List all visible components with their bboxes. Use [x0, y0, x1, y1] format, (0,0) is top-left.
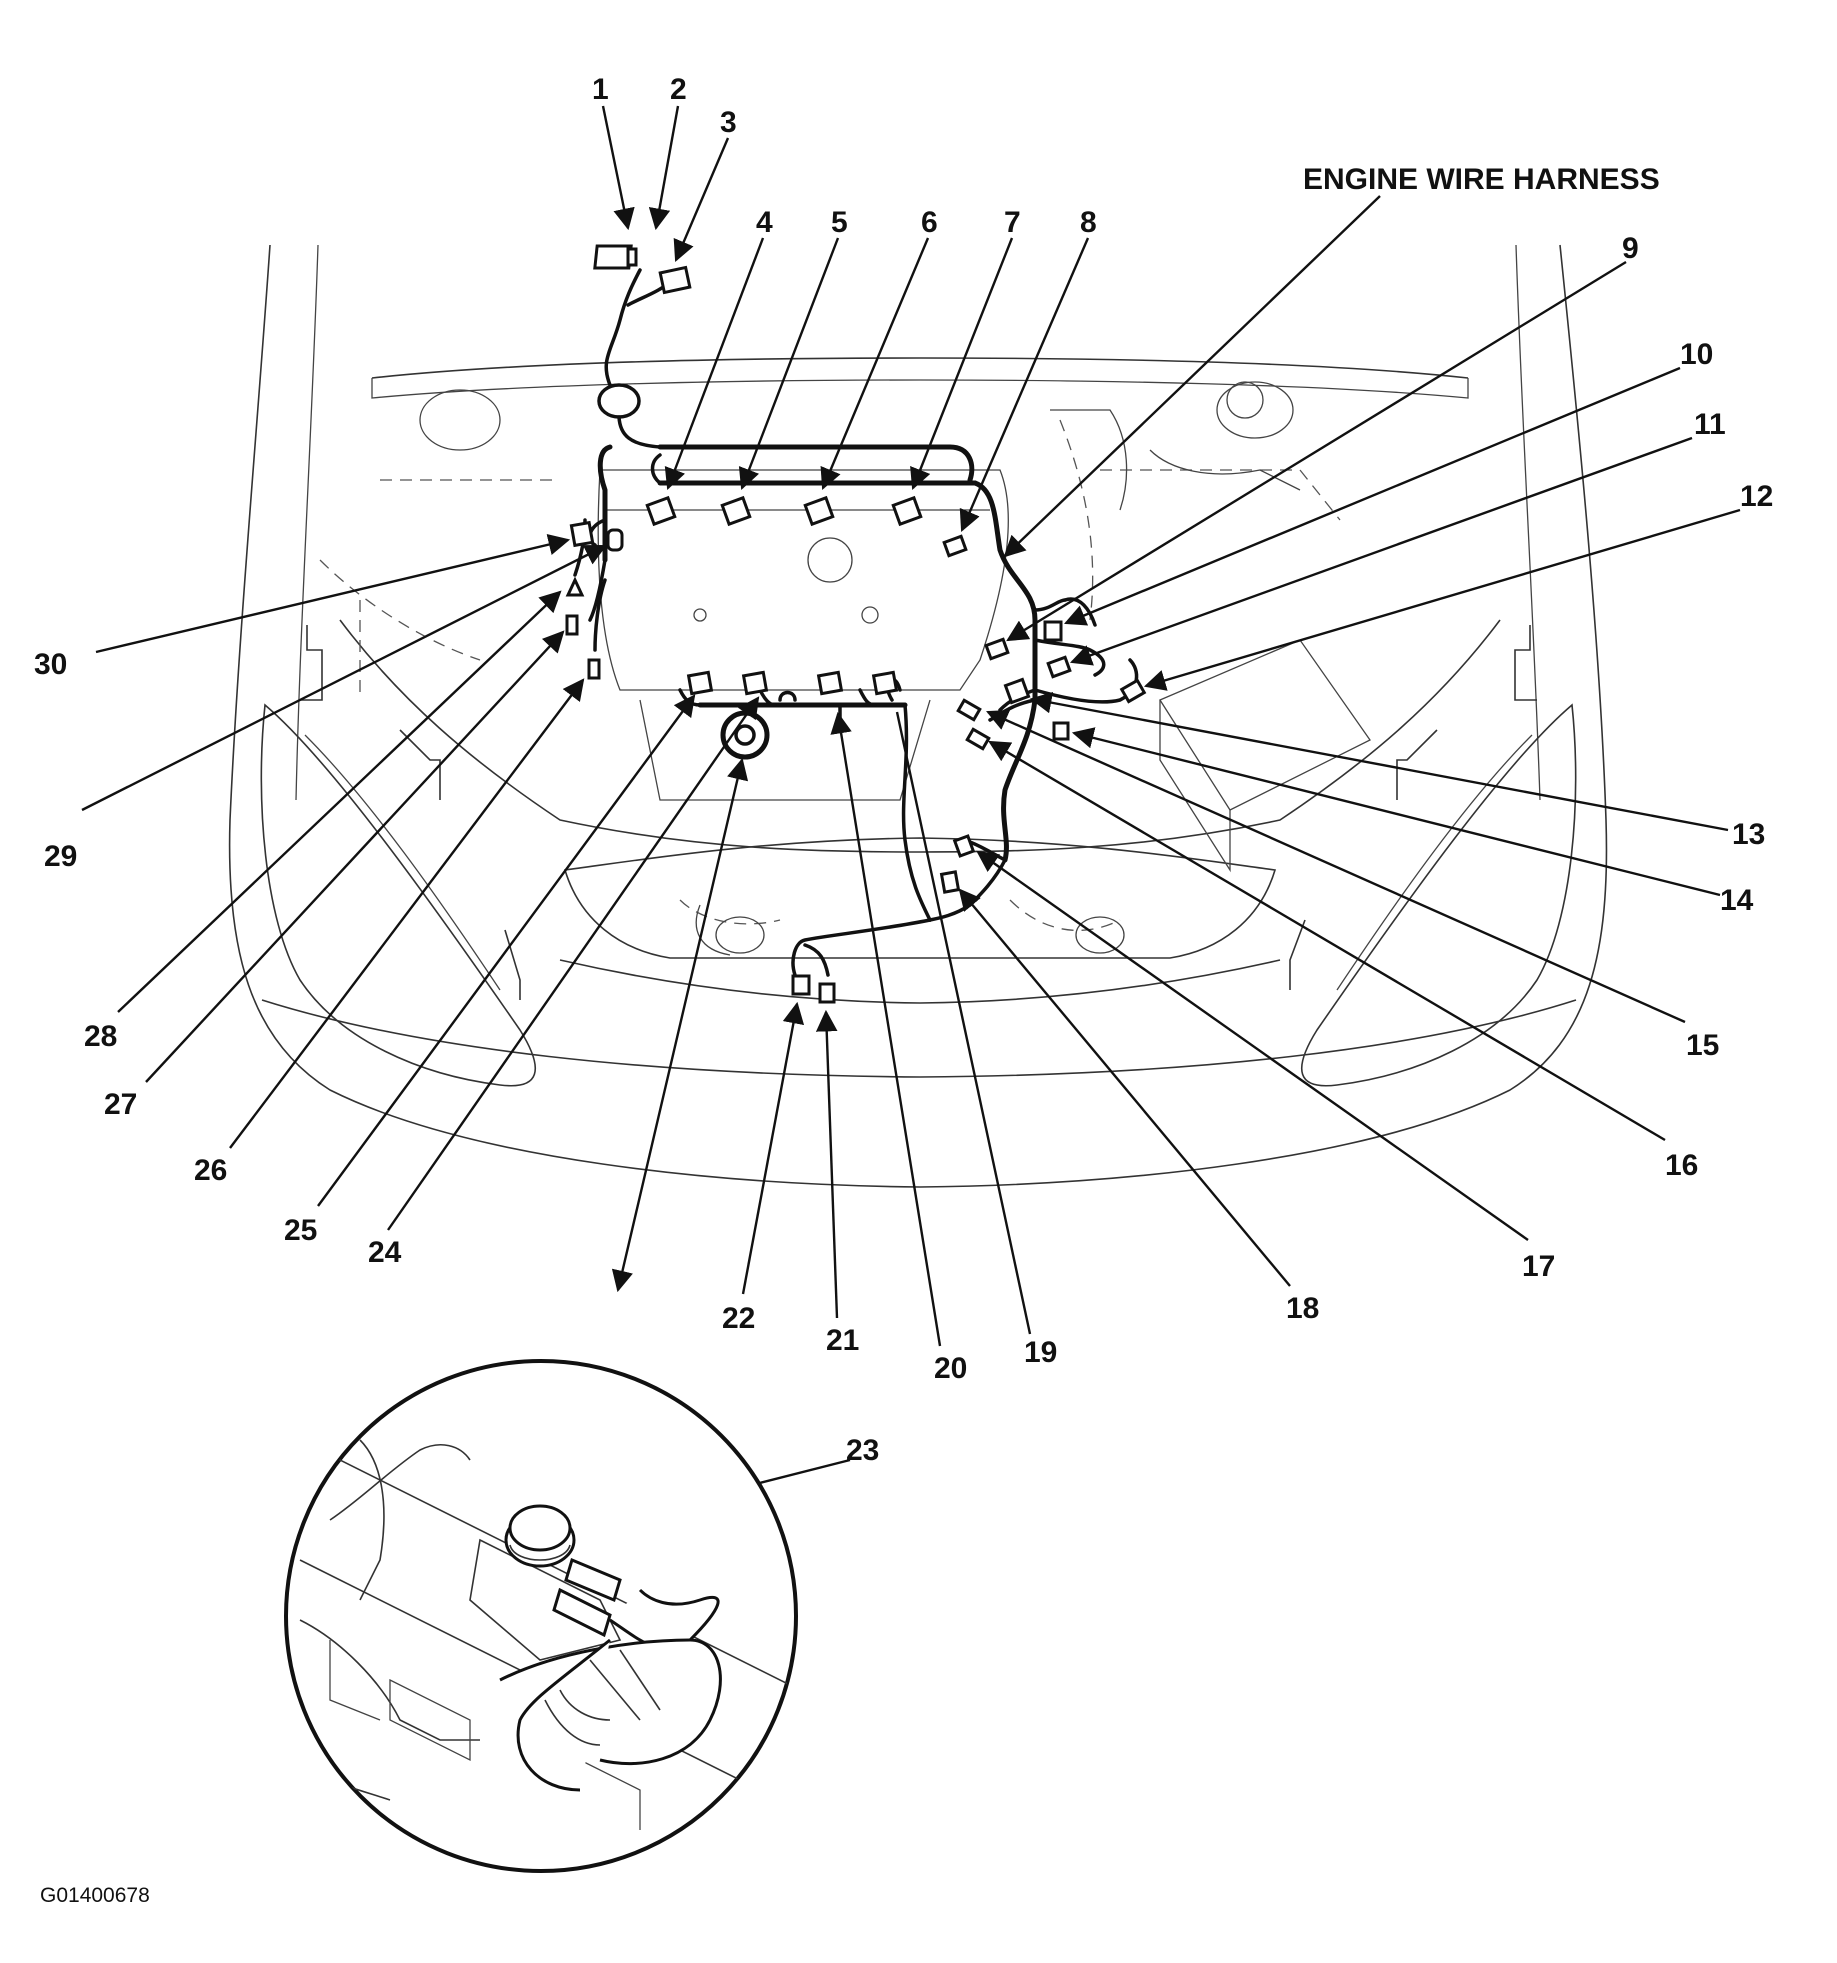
- leader-19: [895, 711, 1032, 1335]
- connector-25: [741, 670, 769, 696]
- leader-4: [664, 237, 765, 491]
- leader-16: [988, 740, 1666, 1142]
- callout-1: 1: [592, 73, 609, 106]
- connector-1: [593, 244, 633, 270]
- callout-14: 14: [1720, 884, 1754, 917]
- callout-6: 6: [921, 206, 938, 239]
- callout-8: 8: [1080, 206, 1097, 239]
- callout-28: 28: [84, 1020, 117, 1053]
- leader-22: [741, 1001, 805, 1295]
- leader-3: [673, 137, 730, 262]
- connector-30: [569, 520, 595, 548]
- leader-29: [81, 544, 607, 812]
- leader-lines: [81, 105, 1741, 1534]
- callout-17: 17: [1522, 1250, 1555, 1283]
- connector-14: [1052, 721, 1070, 741]
- callout-27: 27: [104, 1088, 137, 1121]
- connector-21: [818, 982, 836, 1004]
- leader-2: [648, 105, 680, 231]
- callout-11: 11: [1694, 408, 1726, 441]
- leader-1: [601, 105, 635, 231]
- leader-21: [815, 1009, 839, 1319]
- connector-20b: [871, 670, 899, 696]
- leader-17: [976, 850, 1529, 1241]
- callout-5: 5: [831, 206, 848, 239]
- connector-3: [658, 265, 692, 295]
- callout-26: 26: [194, 1154, 227, 1187]
- leader-8: [959, 237, 1090, 532]
- connector-15: [956, 698, 982, 722]
- connector-8: [942, 534, 968, 558]
- connector-24: [686, 670, 714, 696]
- connector-9: [984, 637, 1010, 661]
- callout-20: 20: [934, 1352, 967, 1385]
- connector-2: [626, 247, 638, 267]
- callout-15: 15: [1686, 1029, 1719, 1062]
- leader-23-detail: [611, 757, 749, 1293]
- leader-27: [145, 630, 565, 1083]
- callout-16: 16: [1665, 1149, 1698, 1182]
- leader-5: [738, 237, 840, 491]
- connector-29: [606, 528, 624, 552]
- leader-7: [910, 237, 1014, 491]
- connector-10: [1043, 620, 1063, 642]
- connector-5: [720, 495, 752, 527]
- leader-25: [317, 694, 696, 1207]
- leader-13: [1029, 691, 1729, 832]
- callout-23: 23: [846, 1434, 879, 1467]
- callout-13: 13: [1732, 818, 1765, 851]
- callout-24: 24: [368, 1236, 402, 1269]
- connector-28: [565, 576, 585, 597]
- connector-18: [939, 870, 961, 894]
- connector-20: [816, 670, 844, 696]
- callout-22: 22: [722, 1302, 755, 1335]
- leader-12: [1143, 508, 1741, 691]
- leader-30: [95, 533, 571, 654]
- detail-view-circle: [284, 1359, 798, 1873]
- connector-13: [1003, 677, 1031, 705]
- connector-7: [891, 495, 923, 527]
- leader-10: [1064, 366, 1681, 626]
- connector-16: [965, 727, 991, 751]
- leader-26: [229, 678, 585, 1149]
- diagram-title: ENGINE WIRE HARNESS: [1303, 163, 1660, 196]
- callout-29: 29: [44, 840, 77, 873]
- callout-18: 18: [1286, 1292, 1319, 1325]
- leader-harness: [1003, 195, 1381, 558]
- callout-25: 25: [284, 1214, 317, 1247]
- leader-20: [830, 711, 942, 1347]
- leader-14: [1071, 727, 1721, 897]
- callout-12: 12: [1740, 480, 1773, 513]
- callout-3: 3: [720, 106, 737, 139]
- connector-17: [952, 834, 976, 858]
- figure-id: G01400678: [40, 1884, 150, 1907]
- leader-9: [1006, 260, 1627, 642]
- connectors: [565, 244, 1147, 1004]
- leader-15: [986, 710, 1686, 1024]
- callout-7: 7: [1004, 206, 1021, 239]
- leader-18: [958, 888, 1291, 1287]
- title-group: ENGINE WIRE HARNESS: [1303, 163, 1660, 196]
- connector-4: [645, 495, 677, 527]
- callout-4: 4: [756, 206, 773, 239]
- callout-21: 21: [826, 1324, 859, 1357]
- callout-30: 30: [34, 648, 67, 681]
- callout-19: 19: [1024, 1336, 1057, 1369]
- callout-2: 2: [670, 73, 687, 106]
- connector-26: [587, 658, 601, 680]
- connector-27: [565, 614, 579, 636]
- leader-6: [820, 237, 930, 490]
- leader-28: [117, 590, 562, 1013]
- connector-12: [1119, 678, 1147, 704]
- leader-24: [387, 696, 760, 1231]
- connector-22: [791, 974, 811, 996]
- callout-labels: 1 2 3 4 5 6 7 8 9 10 11 12 13 14 15 16 1…: [34, 73, 1773, 1467]
- leader-11: [1069, 436, 1693, 666]
- connector-11: [1046, 655, 1072, 679]
- connector-6: [803, 495, 835, 527]
- callout-9: 9: [1622, 232, 1639, 265]
- callout-10: 10: [1680, 338, 1713, 371]
